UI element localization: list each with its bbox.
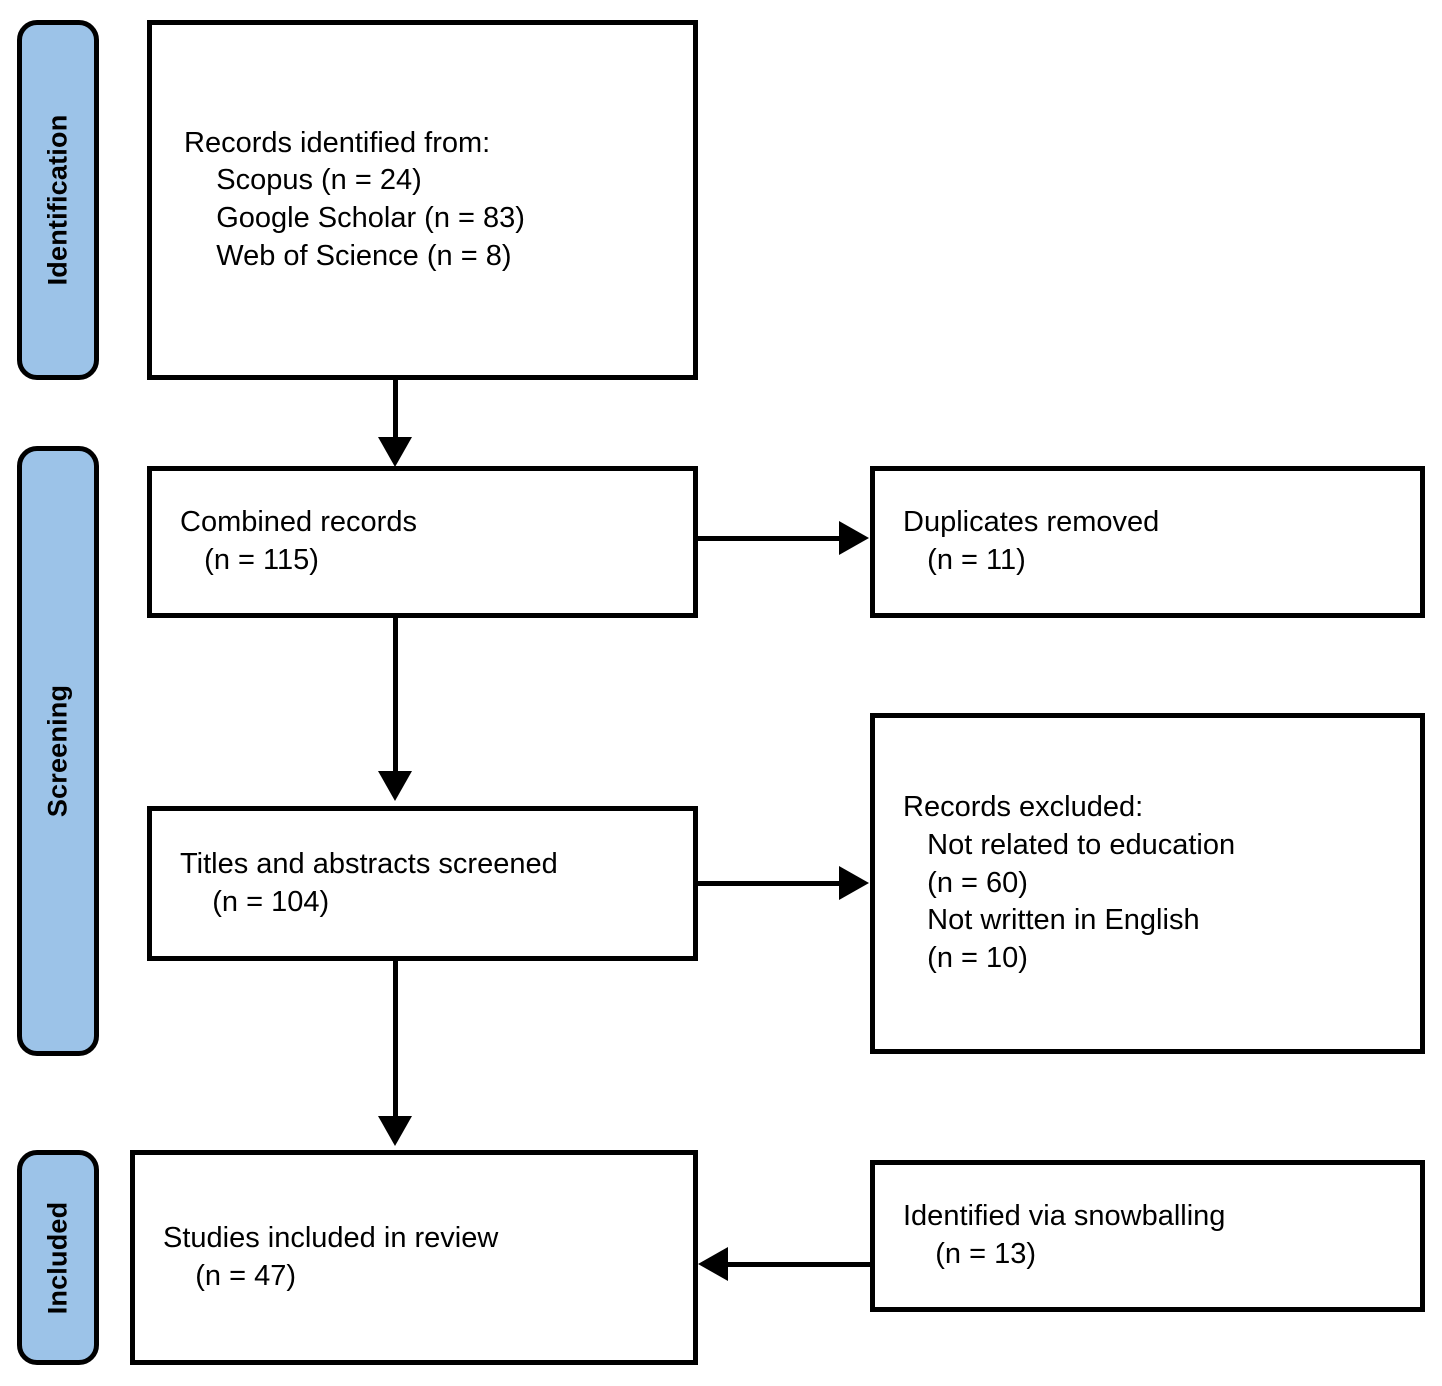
box-records-excluded-text: Records excluded: Not related to educati… [903, 791, 1236, 975]
arrow-right-icon [839, 521, 869, 555]
box-identified-snowballing: Identified via snowballing (n = 13) [870, 1160, 1425, 1312]
arrow-down-icon [378, 1116, 412, 1146]
stage-label-included: Included [42, 1201, 73, 1314]
box-duplicates-removed-text: Duplicates removed (n = 11) [903, 506, 1160, 576]
arrow-left-icon [698, 1247, 728, 1281]
box-combined-records: Combined records (n = 115) [147, 466, 698, 618]
stage-label-screening: Screening [42, 684, 73, 818]
box-titles-abstracts-screened-text: Titles and abstracts screened (n = 104) [180, 847, 558, 918]
connector-line [728, 1262, 870, 1267]
box-identified-snowballing-text: Identified via snowballing (n = 13) [903, 1200, 1226, 1270]
box-combined-records-text: Combined records (n = 115) [180, 506, 417, 576]
stage-pill-included: Included [17, 1150, 99, 1365]
stage-pill-screening: Screening [17, 446, 99, 1056]
box-studies-included-text: Studies included in review (n = 47) [163, 1221, 499, 1292]
connector-line [393, 380, 398, 440]
connector-line [698, 881, 841, 886]
arrow-right-icon [839, 866, 869, 900]
box-records-identified-text: Records identified from: Scopus (n = 24)… [184, 126, 525, 272]
connector-line [393, 618, 398, 773]
box-records-identified: Records identified from: Scopus (n = 24)… [147, 20, 698, 380]
arrow-down-icon [378, 771, 412, 801]
arrow-down-icon [378, 437, 412, 467]
box-titles-abstracts-screened: Titles and abstracts screened (n = 104) [147, 806, 698, 961]
stage-pill-identification: Identification [17, 20, 99, 380]
stage-label-identification: Identification [42, 114, 73, 286]
box-records-excluded: Records excluded: Not related to educati… [870, 713, 1425, 1054]
box-studies-included: Studies included in review (n = 47) [130, 1150, 698, 1365]
box-duplicates-removed: Duplicates removed (n = 11) [870, 466, 1425, 618]
connector-line [393, 961, 398, 1118]
connector-line [698, 536, 841, 541]
